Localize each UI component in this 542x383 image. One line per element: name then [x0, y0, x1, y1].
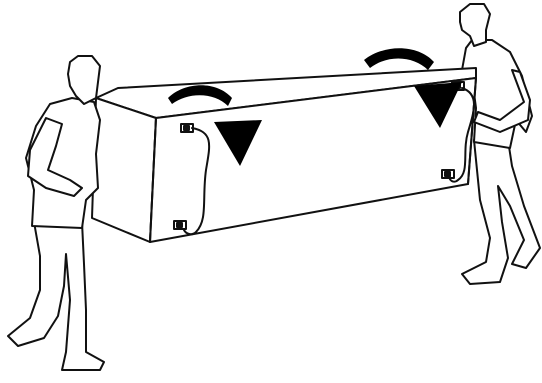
left-person-head — [68, 56, 100, 104]
right-person-head — [460, 4, 490, 46]
handle-bottom-left — [174, 221, 186, 229]
left-person — [8, 56, 104, 370]
box-left-face — [92, 98, 156, 242]
handle-bottom-right — [442, 170, 454, 178]
left-person-legs — [8, 222, 104, 370]
right-person-legs — [462, 140, 540, 284]
cabinet-box — [92, 68, 476, 242]
